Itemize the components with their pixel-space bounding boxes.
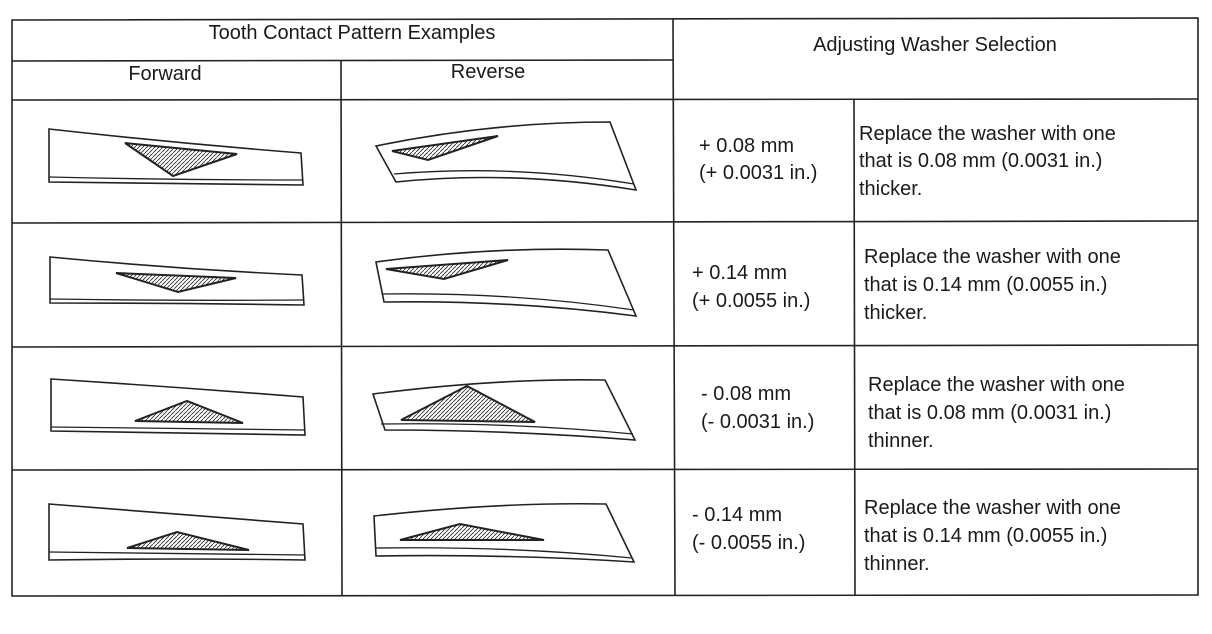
adjustment-amount-mm: + 0.14 mm [692,262,788,284]
reverse-pattern-row-3 [371,378,637,441]
reverse-pattern-row-1 [374,121,638,192]
forward-pattern-row-2 [49,256,305,306]
adjustment-amount-in: (- 0.0055 in.) [692,532,806,554]
reverse-pattern-row-2 [375,248,638,317]
reverse-pattern-row-4 [373,502,636,563]
header-adjusting-washer-selection: Adjusting Washer Selection [813,34,1057,56]
instruction-line-1: Replace the washer with one [864,497,1121,519]
instruction-line-2: that is 0.14 mm (0.0055 in.) [864,274,1108,296]
adjustment-amount-in: (+ 0.0055 in.) [692,290,811,312]
header-tooth-contact-pattern-examples: Tooth Contact Pattern Examples [208,22,496,44]
forward-pattern-row-3 [50,378,306,436]
adjustment-amount-in: (- 0.0031 in.) [701,411,815,433]
adjustment-amount-mm: - 0.08 mm [701,383,792,405]
instruction-line-3: thicker. [859,178,923,200]
header-reverse: Reverse [450,61,526,83]
instruction-line-2: that is 0.14 mm (0.0055 in.) [864,525,1108,547]
adjustment-amount-mm: - 0.14 mm [692,504,783,526]
adjustment-amount-mm: + 0.08 mm [699,135,795,157]
instruction-line-1: Replace the washer with one [864,246,1121,268]
instruction-line-2: that is 0.08 mm (0.0031 in.) [868,402,1112,424]
forward-pattern-row-4 [48,503,306,561]
instruction-line-3: thinner. [864,553,930,575]
instruction-line-1: Replace the washer with one [859,123,1116,145]
instruction-line-3: thinner. [868,430,934,452]
header-forward: Forward [128,63,202,85]
instruction-line-2: that is 0.08 mm (0.0031 in.) [859,150,1103,172]
instruction-line-1: Replace the washer with one [868,374,1125,396]
adjustment-amount-in: (+ 0.0031 in.) [699,162,818,184]
instruction-line-3: thicker. [864,302,928,324]
forward-pattern-row-1 [48,128,304,186]
